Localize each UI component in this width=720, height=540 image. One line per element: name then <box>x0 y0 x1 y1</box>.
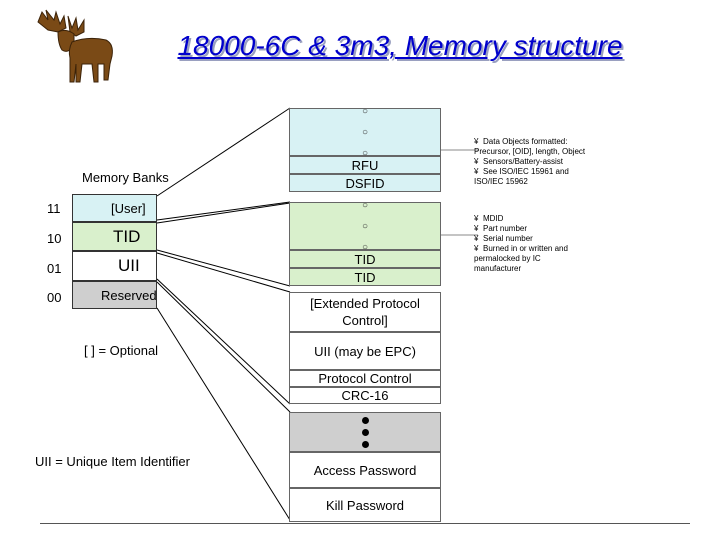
tid-bank-expanded: ○○○ TID TID <box>289 200 441 286</box>
note-item: ¥See ISO/IEC 15961 and ISO/IEC 15962 <box>474 167 569 186</box>
bank-name: [User] <box>111 200 146 216</box>
uii-row-extended-pc: [Extended Protocol Control] <box>289 292 441 332</box>
user-bank-notes: ¥Data Objects formatted: Precursor, [OID… <box>474 137 586 187</box>
note-item: ¥Burned in or written and permalocked by… <box>474 244 568 273</box>
uii-row-crc16: CRC-16 <box>289 387 441 404</box>
user-bank-data-area: ○○○ <box>289 106 441 159</box>
user-bank-expanded: ○○○ RFU DSFID <box>289 106 441 192</box>
reserved-row-kill-password: Kill Password <box>289 488 441 522</box>
uii-bank-expanded: [Extended Protocol Control] UII (may be … <box>289 292 441 404</box>
bank-tid[interactable]: TID <box>72 222 157 251</box>
moose-icon <box>37 9 113 83</box>
user-row-dsfid: DSFID <box>289 174 441 192</box>
bank-code: 10 <box>47 231 62 246</box>
reserved-gray-area <box>289 412 441 452</box>
bank-code: 11 <box>47 201 61 216</box>
bank-uii[interactable]: UII <box>72 251 157 281</box>
reserved-row-access-password: Access Password <box>289 452 441 488</box>
reserved-bank-expanded: Access Password Kill Password <box>289 412 441 522</box>
optional-legend: [ ] = Optional <box>84 343 159 358</box>
bank-reserved[interactable]: Reserved <box>72 281 157 309</box>
note-item: ¥Sensors/Battery-assist <box>474 157 564 166</box>
bank-name: UII <box>118 256 140 275</box>
page-title: 18000-6C & 3m3, Memory structure <box>177 30 623 61</box>
uii-legend: UII = Unique Item Identifier <box>35 454 190 469</box>
tid-bank-data-area: ○○○ <box>289 200 441 253</box>
bank-user[interactable]: [User] <box>72 194 157 222</box>
bank-code: 00 <box>47 290 62 305</box>
bank-name: Reserved <box>101 287 157 303</box>
bank-name: TID <box>113 226 141 246</box>
bottom-rule <box>40 523 690 524</box>
tid-bank-notes: ¥MDID ¥Part number ¥Serial number ¥Burne… <box>474 214 586 274</box>
continuation-dots: ○○○ <box>361 105 369 159</box>
note-item: ¥MDID <box>474 214 504 223</box>
tid-row: TID <box>289 268 441 286</box>
uii-row-uii: UII (may be EPC) <box>289 332 441 370</box>
note-item: ¥Serial number <box>474 234 533 243</box>
bank-code: 01 <box>47 261 62 276</box>
user-row-rfu: RFU <box>289 156 441 174</box>
note-item: ¥Data Objects formatted: Precursor, [OID… <box>474 137 586 156</box>
note-item: ¥Part number <box>474 224 528 233</box>
ellipsis-dots <box>361 416 369 448</box>
tid-row: TID <box>289 250 441 268</box>
memory-banks-heading: Memory Banks <box>82 170 169 185</box>
uii-row-protocol-control: Protocol Control <box>289 370 441 387</box>
continuation-dots: ○○○ <box>361 199 369 253</box>
